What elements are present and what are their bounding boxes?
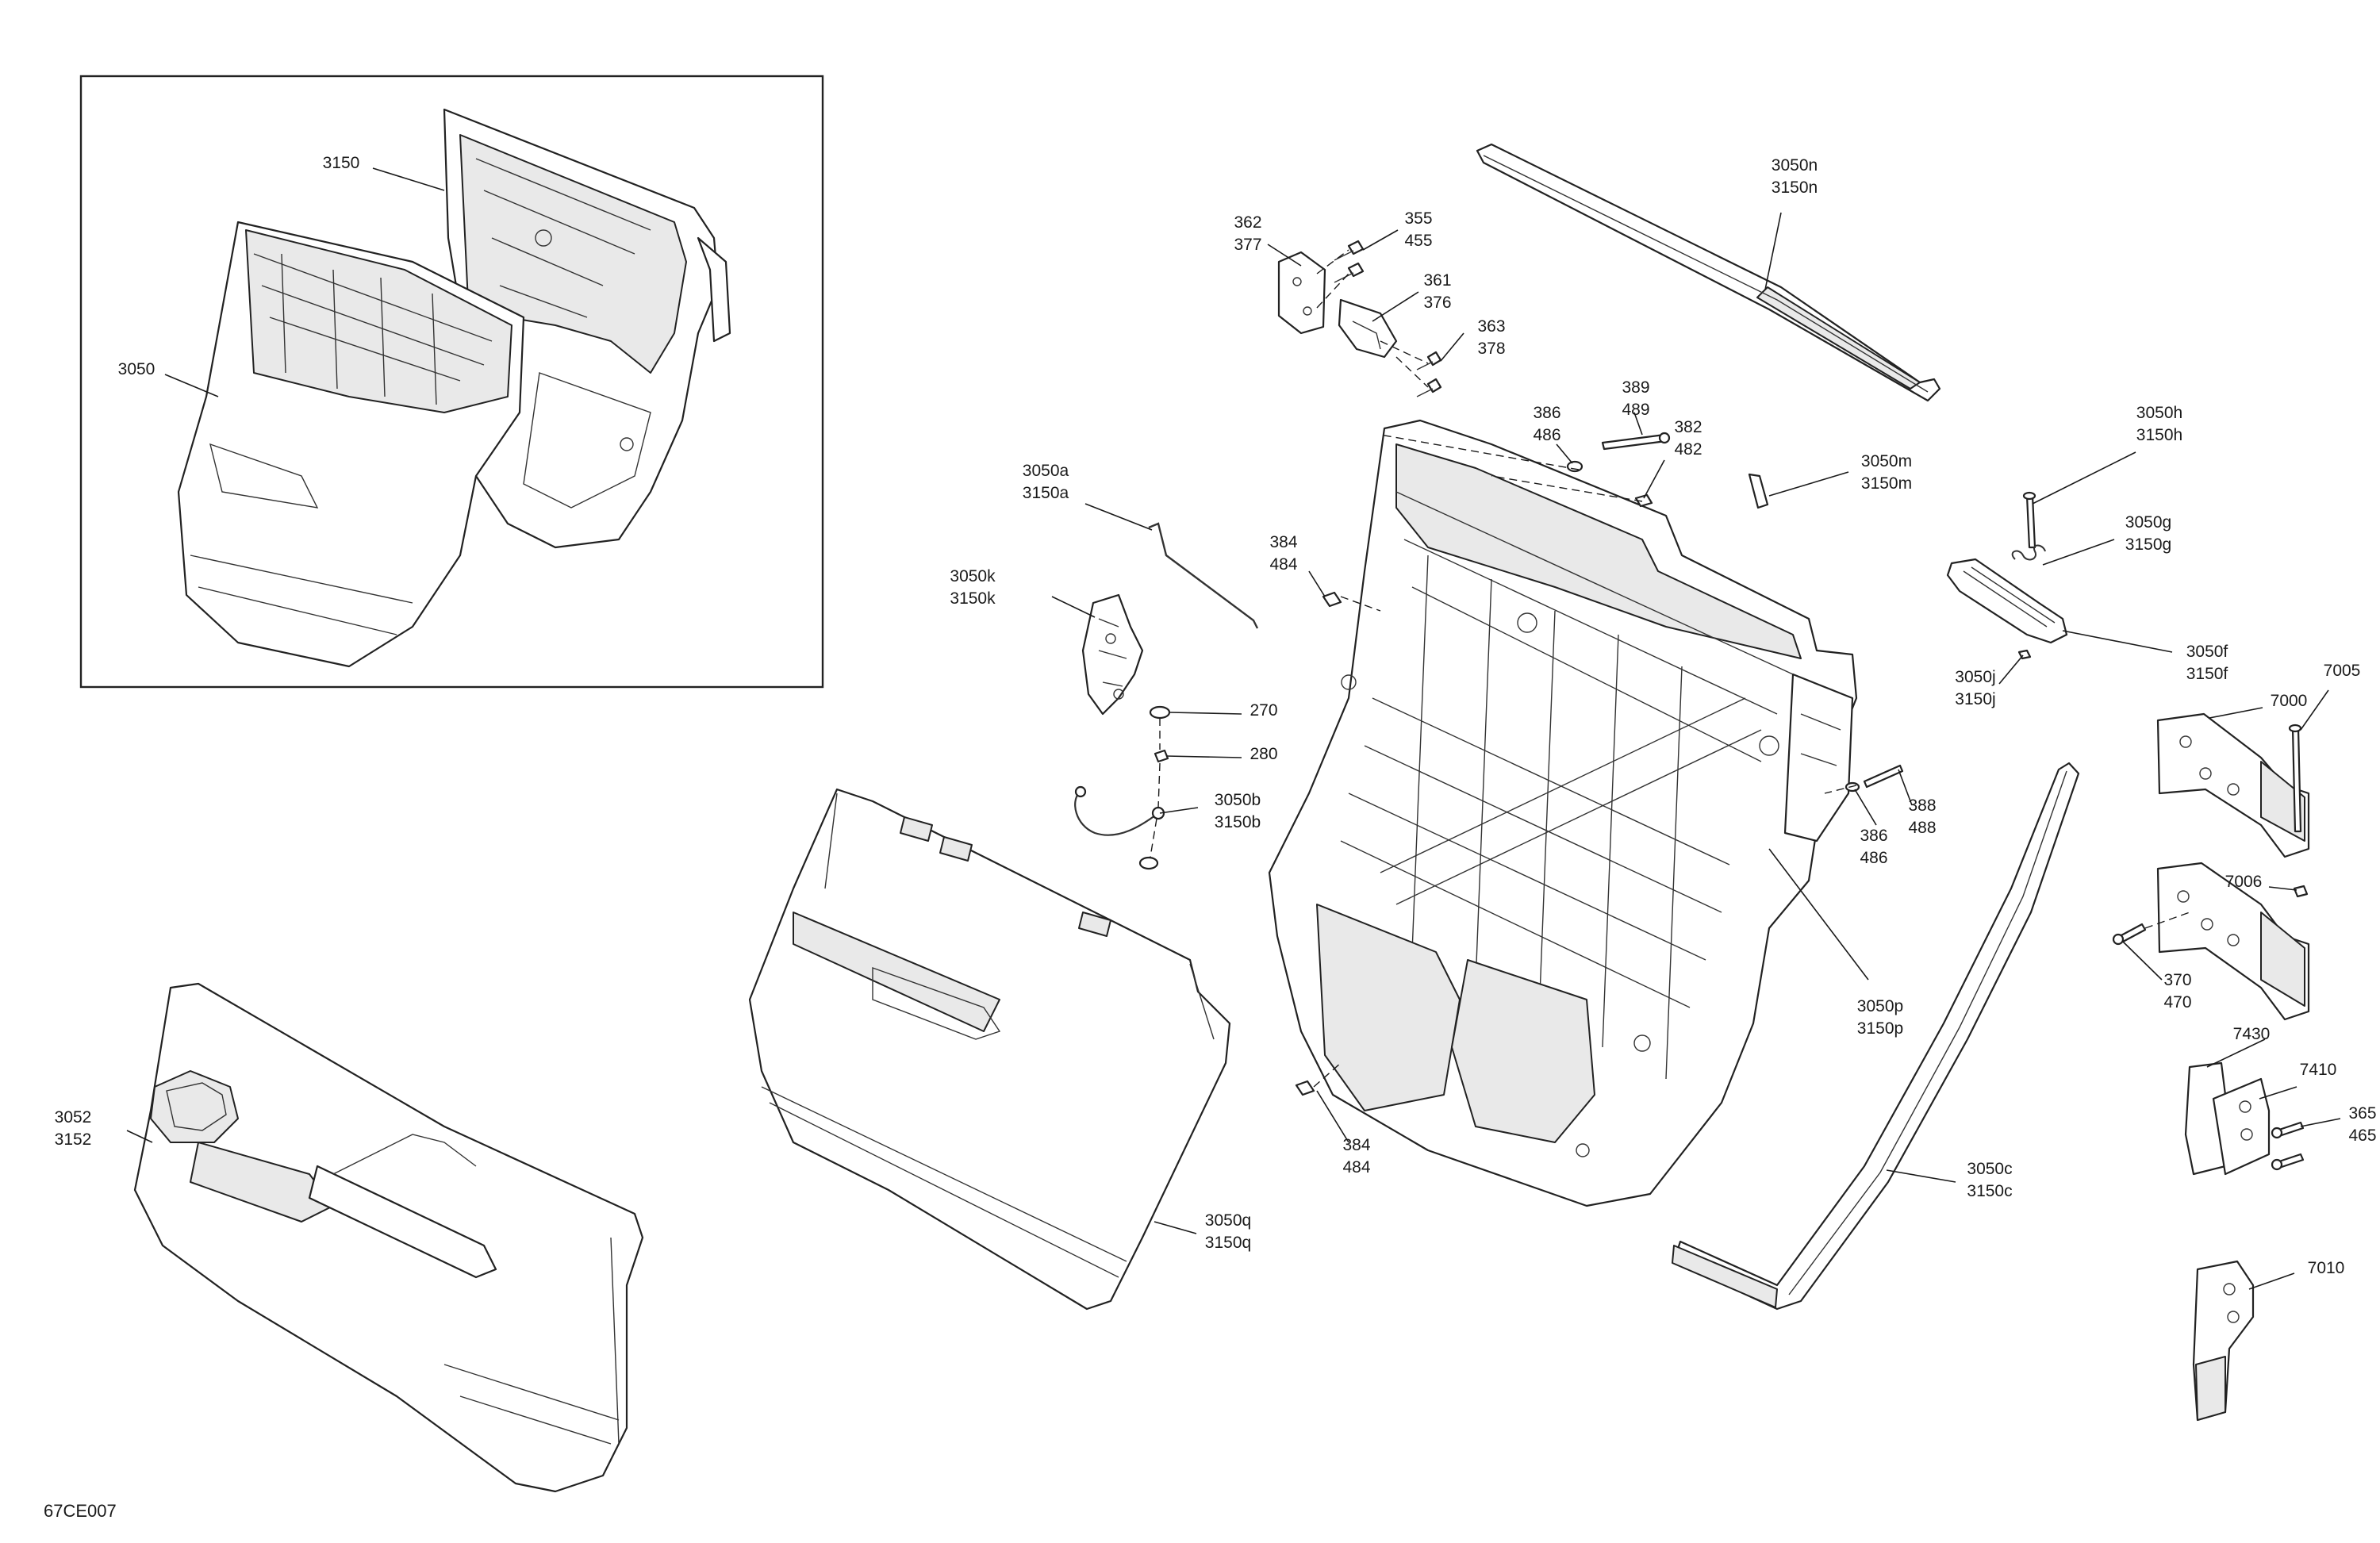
nut-384b [1295,1080,1315,1096]
screw-280 [1154,749,1169,763]
hinge-pin-7005 [2291,727,2302,833]
callout-7410: 7410 [2300,1061,2337,1079]
washer-3050b [1138,856,1159,870]
bumper-270 [1149,705,1171,720]
nut-384 [1322,591,1342,608]
inset-leader-3050 [164,374,219,397]
bolt-389 [1601,433,1668,451]
lower-hinge-7000 [2112,862,2310,1021]
screw-363 [1416,351,1442,397]
leader-lines [126,212,2341,1290]
bolt-388 [1863,764,1904,789]
spring-3050g [2011,544,2046,561]
upper-hinge-7000 [2156,712,2310,898]
washer-386 [1566,460,1583,473]
striker-assembly [1277,240,1442,397]
hinge-plate-7010 [2192,1260,2255,1422]
callout-7006: 7006 [2225,873,2263,891]
callout-3050: 3050 [118,360,155,378]
cable-3050b [1074,793,1159,836]
callout-3150: 3150 [323,154,360,172]
inset-leader-3150 [372,167,445,191]
clip-7006 [2293,885,2309,898]
inset-front-door-drawing [177,221,525,668]
door-seal-3050c [1672,762,2080,1311]
callout-7430: 7430 [2233,1025,2271,1043]
callout-7000: 7000 [2271,692,2308,710]
release-rod-3050a [1148,522,1259,629]
inner-door-frame [1268,419,1858,1207]
washer-386b [1844,781,1860,793]
callout-7010: 7010 [2308,1259,2345,1277]
callout-270: 270 [1250,701,1277,720]
drawing-code: 67CE007 [44,1501,117,1521]
bracket-362 [1277,251,1326,335]
nut-382 [1634,493,1653,508]
door-trim-panel-3052 [133,982,644,1493]
outer-door-panel-3050q [748,788,1231,1311]
assembled-doors-inset: 3150 3050 [79,75,824,689]
latch-assembly [1074,522,1259,870]
frame-hardware [1295,432,1904,1096]
callout-280: 280 [1250,745,1277,763]
clip-3050m [1748,473,1769,509]
handle-assembly [1946,491,2068,660]
screw-355 [1334,240,1365,283]
upper-frame-bar-3050n [1476,143,1941,402]
hinge-7410-assembly [2184,1061,2305,1176]
callout-7005: 7005 [2324,662,2361,680]
inset-frame [79,75,824,689]
